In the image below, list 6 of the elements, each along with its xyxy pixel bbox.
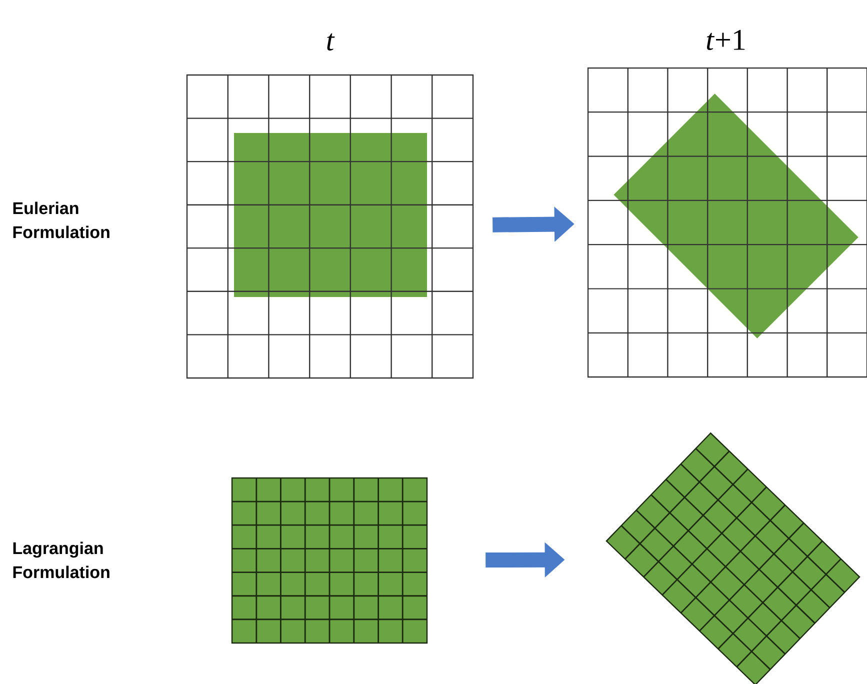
mesh-drawing	[231, 477, 428, 644]
grid-drawing	[587, 67, 867, 378]
row-label: Lagrangian Formulation	[13, 542, 110, 578]
mesh-drawing	[606, 432, 860, 684]
row-label: Eulerian Formulation	[13, 202, 110, 238]
grid-drawing	[186, 74, 474, 379]
